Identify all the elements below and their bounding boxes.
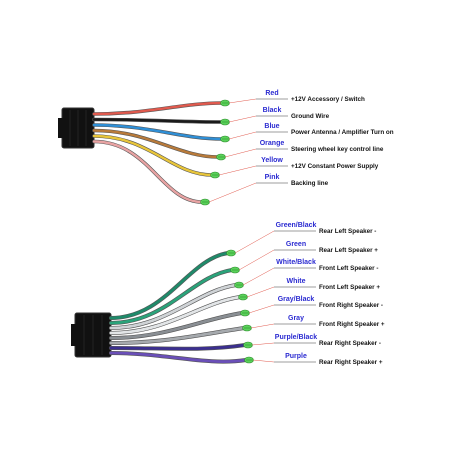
bottom-color-label: Purple [285,353,307,360]
top-leader-line [208,182,257,203]
bottom-leader-line [252,359,275,363]
bottom-color-label: Purple/Black [275,334,318,341]
bottom-wire-line [109,295,242,335]
top-color-label: Red [265,90,278,97]
bottom-function-label: Rear Right Speaker - [319,340,381,347]
top-leader-line [228,115,257,123]
top-function-label: Ground Wire [291,113,330,120]
bottom-color-label: White [286,278,305,285]
top-wire-line [92,101,224,116]
bottom-function-label: Front Left Speaker - [319,265,378,272]
top-wire-line [92,134,214,177]
bottom-leader-line [238,249,275,271]
bottom-function-label: Rear Left Speaker - [319,228,376,235]
bottom-function-label: Rear Left Speaker + [319,247,378,254]
bottom-function-label: Rear Right Speaker + [319,359,383,366]
top-function-label: Backing line [291,180,329,187]
top-function-label: Steering wheel key control line [291,146,384,153]
bottom-function-label: Front Left Speaker + [319,284,380,291]
top-wire-yellow: Yellow +12V Constant Power Supply [92,134,379,179]
bottom-leader-line [251,342,275,346]
bottom-wire-outline [109,251,230,320]
top-connector-latch [58,118,63,138]
bottom-function-label: Front Right Speaker - [319,302,383,309]
bottom-color-label: Green/Black [276,222,317,229]
bottom-leader-line [250,323,275,329]
bottom-color-label: Gray [288,315,304,322]
top-wire-line [92,129,220,159]
top-wire-red: Red +12V Accessory / Switch [92,90,365,116]
bottom-wire-line [109,268,234,325]
bottom-connector [71,312,112,358]
top-leader-line [228,98,257,104]
bottom-leader-line [246,286,275,298]
top-function-label: +12V Accessory / Switch [291,96,365,103]
top-wire-line [92,118,224,124]
top-color-label: Pink [265,174,280,181]
bottom-color-label: Gray/Black [278,296,315,303]
top-color-label: Yellow [261,157,283,164]
top-function-label: +12V Constant Power Supply [291,163,379,170]
bottom-wire-line [109,326,246,345]
top-leader-line [218,165,257,176]
top-color-label: Black [263,107,282,114]
bottom-wire-line [109,283,238,330]
bottom-color-label: White/Black [276,259,316,266]
top-color-label: Blue [264,123,279,130]
top-connector [58,107,95,149]
top-function-label: Power Antenna / Amplifier Turn on [291,129,394,136]
top-wire-line [92,140,204,204]
bottom-connector-latch [71,324,76,346]
bottom-color-label: Green [286,241,306,248]
top-leader-line [228,131,257,140]
bottom-leader-line [242,267,275,286]
bottom-wire-line [109,351,248,363]
top-wire-line [92,123,224,141]
bottom-wire-line [109,251,230,320]
top-leader-line [224,148,257,158]
bottom-leader-line [234,230,275,254]
bottom-wire-line [109,343,247,351]
bottom-function-label: Front Right Speaker + [319,321,385,328]
bottom-wire-line [109,311,244,340]
bottom-leader-line [248,304,275,314]
top-color-label: Orange [260,140,285,147]
